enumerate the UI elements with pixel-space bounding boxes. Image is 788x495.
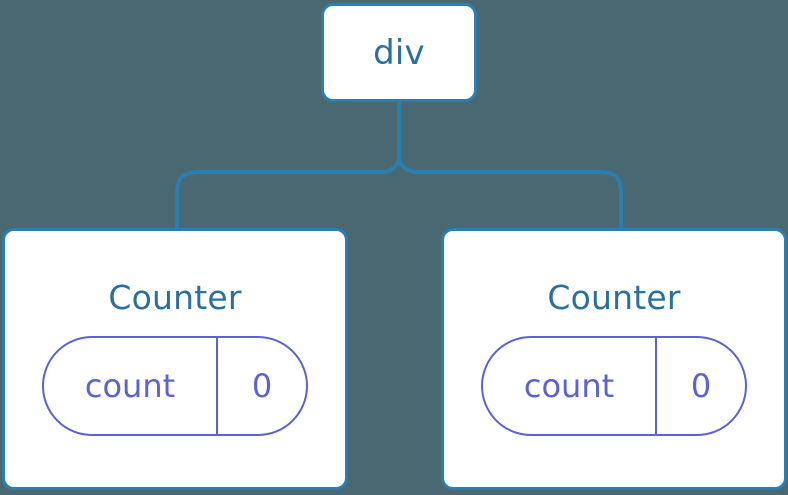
state-key-right: count bbox=[483, 338, 657, 434]
connector-branch-left bbox=[175, 154, 401, 229]
connector-branch-right bbox=[397, 154, 623, 229]
state-value-right: 0 bbox=[690, 367, 712, 405]
node-counter-left-label: Counter bbox=[108, 278, 242, 317]
state-value-left: 0 bbox=[251, 367, 273, 405]
node-div-label: div bbox=[373, 32, 425, 73]
node-counter-left[interactable]: Counter count 0 bbox=[2, 228, 348, 490]
state-pill-right[interactable]: count 0 bbox=[481, 336, 747, 436]
node-counter-right[interactable]: Counter count 0 bbox=[441, 228, 787, 490]
state-key-left: count bbox=[44, 338, 218, 434]
state-pill-left[interactable]: count 0 bbox=[42, 336, 308, 436]
node-counter-right-label: Counter bbox=[547, 278, 681, 317]
node-div[interactable]: div bbox=[321, 3, 477, 102]
